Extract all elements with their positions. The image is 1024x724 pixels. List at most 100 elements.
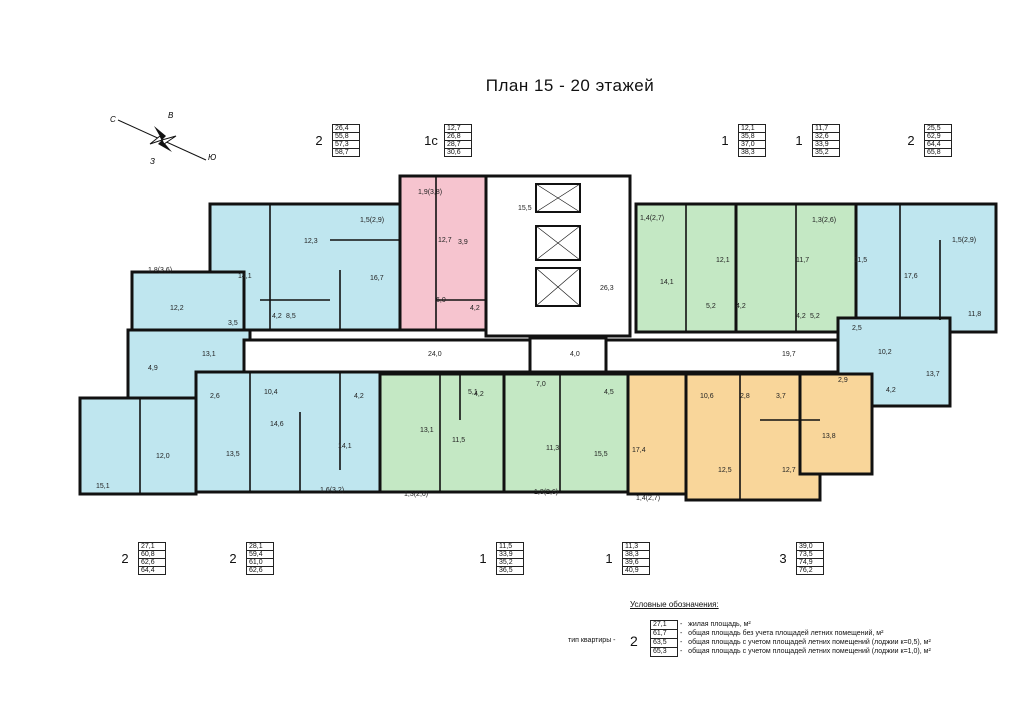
room-area-label: 11,5 — [854, 257, 867, 264]
room-area-label: 1,3(2,6) — [812, 217, 836, 224]
apartment-blocks — [78, 174, 998, 502]
room-area-label: 4,2 — [272, 313, 282, 320]
apartment-type: 1 — [721, 133, 729, 148]
compass-east: В — [168, 111, 174, 120]
room-area-label: 6,0 — [436, 297, 446, 304]
area-value: 39,6 — [622, 558, 650, 567]
room-area-label: 11,5 — [452, 437, 465, 444]
room-area-label: 7,0 — [536, 381, 546, 388]
room-area-label: 2,5 — [852, 325, 862, 332]
area-value: 30,6 — [444, 148, 472, 157]
room-area-label: 12,7 — [782, 467, 796, 474]
walls — [139, 176, 941, 500]
room-area-label: 11,8 — [968, 311, 981, 318]
room-area-label: 16,7 — [370, 275, 384, 282]
area-value: 11,5 — [496, 542, 524, 551]
compass-west: З — [150, 157, 155, 166]
room-area-label: 19,7 — [782, 351, 796, 358]
apartment-block — [854, 202, 998, 334]
area-value: 58,7 — [332, 148, 360, 157]
area-value: 35,8 — [738, 132, 766, 141]
room-area-label: 4,2 — [736, 303, 746, 310]
room-area-label: 1,9(3,8) — [418, 189, 442, 196]
room-area-label: 13,8 — [822, 433, 836, 440]
compass-north: С — [110, 115, 116, 124]
area-value: 39,0 — [796, 542, 824, 551]
room-area-label: 1,3(2,6) — [404, 491, 428, 498]
legend-value: 65,3 — [650, 647, 678, 657]
room-area-label: 12,5 — [718, 467, 732, 474]
area-value: 11,7 — [812, 124, 840, 133]
elevator-shaft — [535, 267, 581, 307]
compass-icon: С В Ю З — [110, 111, 216, 166]
room-area-label: 13,5 — [226, 451, 240, 458]
area-value: 62,6 — [138, 558, 166, 567]
legend-type-label: тип квартиры - — [568, 637, 616, 644]
room-area-label: 2,8 — [740, 393, 750, 400]
legend-table: 27,1 61,7 63,5 65,3 — [650, 620, 678, 657]
room-area-label: 4,2 — [354, 393, 364, 400]
room-area-label: 10,6 — [700, 393, 714, 400]
room-area-label: 14,1 — [238, 273, 252, 280]
room-area-label: 1,4(2,7) — [636, 495, 660, 502]
room-area-label: 13,1 — [420, 427, 434, 434]
apartment-type: 2 — [121, 551, 129, 566]
area-value: 59,4 — [246, 550, 274, 559]
area-value: 64,4 — [138, 566, 166, 575]
room-area-label: 4,0 — [570, 351, 580, 358]
common-area — [484, 174, 632, 338]
room-area-label: 14,6 — [270, 421, 284, 428]
area-value: 35,2 — [496, 558, 524, 567]
room-area-label: 15,5 — [518, 205, 532, 212]
legend-value: 61,7 — [650, 629, 678, 639]
common-area — [528, 336, 608, 374]
area-value: 74,9 — [796, 558, 824, 567]
room-area-label: 4,2 — [796, 313, 806, 320]
room-area-label: 2,6 — [210, 393, 220, 400]
area-value: 25,5 — [924, 124, 952, 133]
room-area-label: 14,1 — [660, 279, 674, 286]
elevator-shaft — [535, 183, 581, 213]
apartment-type: 1с — [424, 133, 438, 148]
elevator-cross — [535, 267, 581, 307]
room-area-label: 24,0 — [428, 351, 442, 358]
elevator-cross — [535, 225, 581, 261]
area-value: 12,7 — [444, 124, 472, 133]
area-value: 28,1 — [246, 542, 274, 551]
room-area-label: 4,2 — [474, 391, 484, 398]
apartment-block — [378, 372, 506, 494]
legend-title: Условные обозначения: — [630, 600, 719, 609]
area-value: 32,6 — [812, 132, 840, 141]
room-area-label: 3,5 — [228, 320, 238, 327]
area-value: 26,8 — [444, 132, 472, 141]
area-value: 60,8 — [138, 550, 166, 559]
compass-south: Ю — [208, 153, 216, 162]
room-area-label: 5,1 — [468, 389, 478, 396]
area-value: 76,2 — [796, 566, 824, 575]
room-area-label: 17,4 — [632, 447, 646, 454]
area-value: 61,0 — [246, 558, 274, 567]
apartment-type: 2 — [907, 133, 915, 148]
legend-row: - общая площадь с учетом площадей летних… — [680, 648, 931, 655]
area-value: 33,9 — [496, 550, 524, 559]
legend-type-value: 2 — [630, 633, 638, 649]
room-area-label: 10,2 — [878, 349, 892, 356]
apartment-block — [130, 270, 246, 334]
room-area-label: 1,5(2,9) — [360, 217, 384, 224]
area-value: 11,3 — [622, 542, 650, 551]
area-value: 36,5 — [496, 566, 524, 575]
